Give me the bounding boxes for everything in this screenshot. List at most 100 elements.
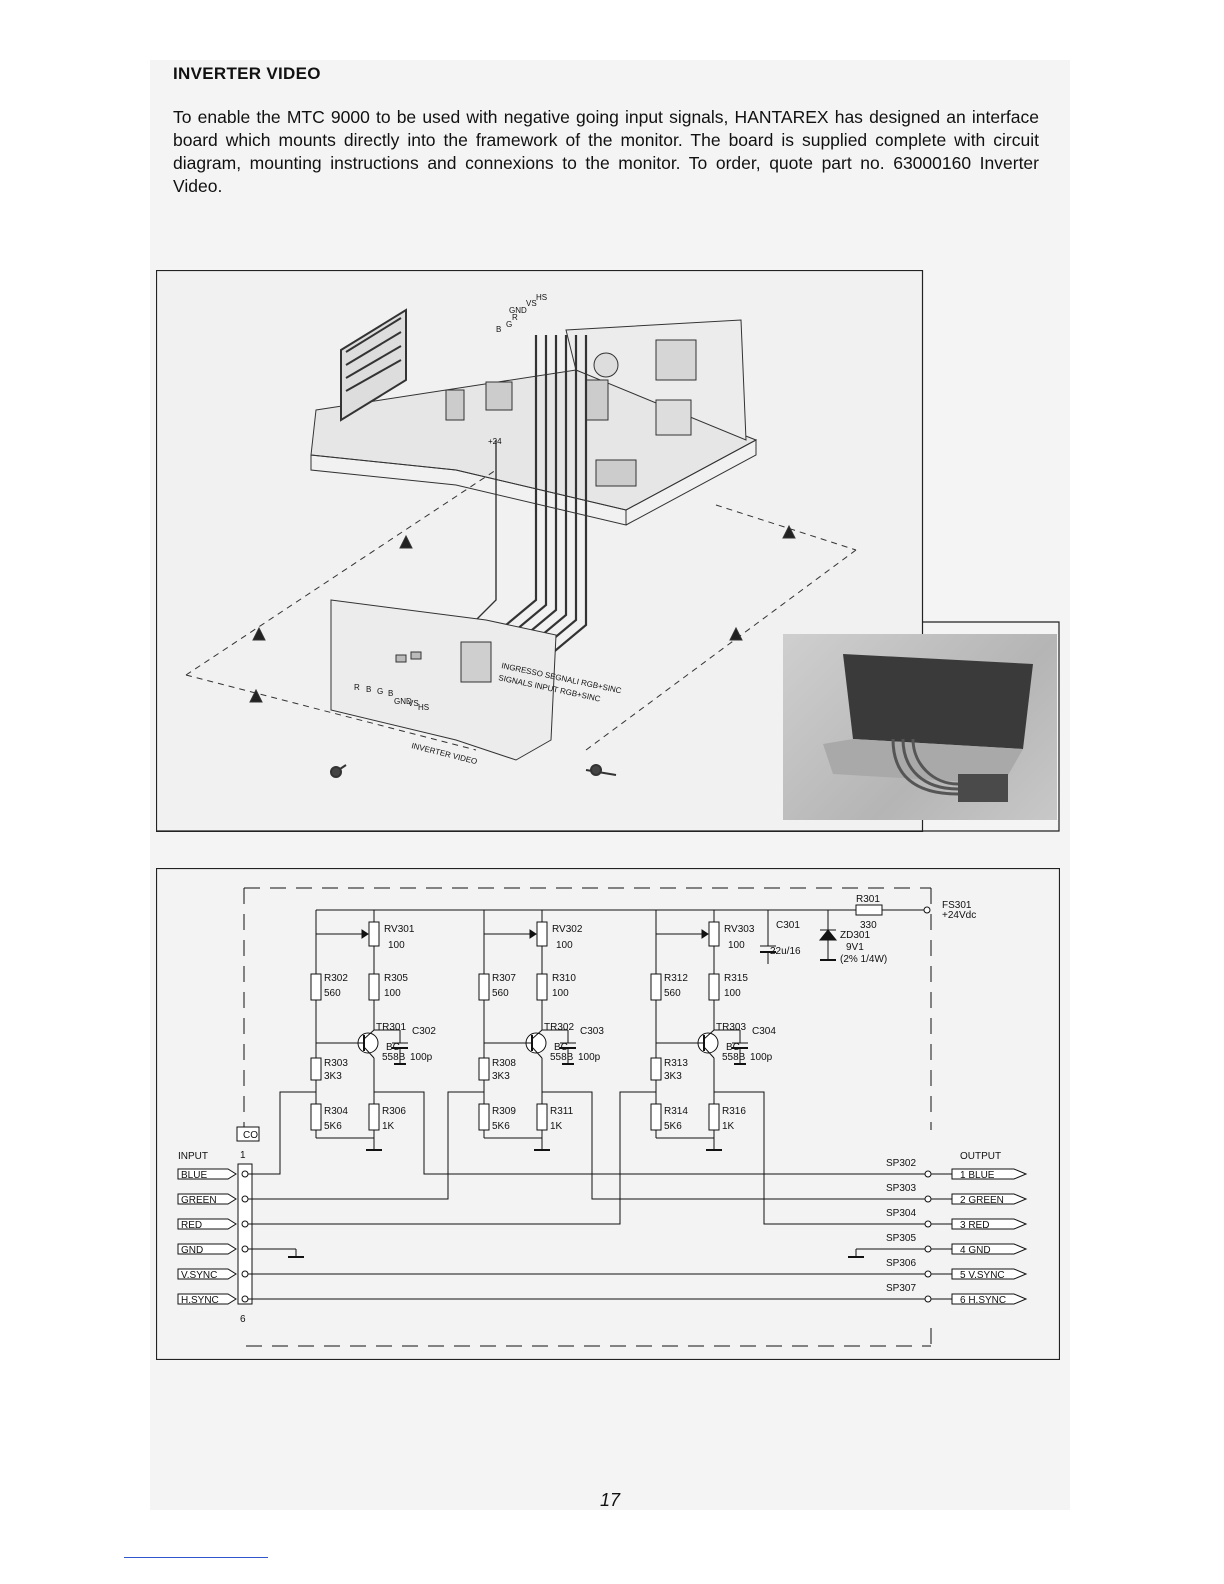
wire-label-hs: HS <box>536 293 547 302</box>
wire-label-r: R <box>512 313 518 322</box>
test-point-label: SP302 <box>886 1158 916 1169</box>
wire-label-vs: VS <box>526 299 537 308</box>
rc-label: R303 <box>324 1058 348 1069</box>
re-label: R306 <box>382 1106 406 1117</box>
signal-line: GND 4 GND SP305 <box>177 1233 1028 1258</box>
ra-label: R312 <box>664 973 688 984</box>
ra-value: 560 <box>324 988 341 999</box>
ra-label: R302 <box>324 973 348 984</box>
rv-value: 100 <box>728 940 745 951</box>
rv-label: RV301 <box>384 924 415 935</box>
rd-value: 5K6 <box>492 1121 510 1132</box>
rb-label: R305 <box>384 973 408 984</box>
transistor-type: BC <box>554 1042 568 1053</box>
rd-label: R314 <box>664 1106 688 1117</box>
footer-rule <box>124 1557 268 1558</box>
output-tag-label: 4 GND <box>960 1245 991 1256</box>
output-tag-label: 2 GREEN <box>960 1195 1004 1206</box>
test-point-label: SP303 <box>886 1183 916 1194</box>
rv-value: 100 <box>556 940 573 951</box>
intro-paragraph: To enable the MTC 9000 to be used with n… <box>173 107 1039 196</box>
ra-label: R307 <box>492 973 516 984</box>
output-tag-label: 5 V.SYNC <box>960 1270 1005 1281</box>
rd-label: R304 <box>324 1106 348 1117</box>
wire-label-g: G <box>506 320 512 329</box>
board-pin-r: R <box>354 683 360 692</box>
transistor-type: BC <box>726 1042 740 1053</box>
supply-label: +24Vdc <box>942 910 976 921</box>
output-tag-label: 6 H.SYNC <box>960 1295 1006 1306</box>
rb-value: 100 <box>724 988 741 999</box>
rv-label: RV302 <box>552 924 583 935</box>
cap-label: C302 <box>412 1026 436 1037</box>
connector-label: CO <box>243 1130 258 1141</box>
board-pin-g: G <box>377 687 383 696</box>
input-tag-label: GND <box>181 1245 203 1256</box>
signal-routing <box>248 1091 925 1225</box>
wire-label-b: B <box>496 325 501 334</box>
transistor-label: TR301 <box>376 1022 406 1033</box>
test-point-label: SP304 <box>886 1208 916 1219</box>
transistor-label: TR302 <box>544 1022 574 1033</box>
board-photo <box>783 634 1057 820</box>
r301-value: 330 <box>860 920 877 931</box>
rd-label: R309 <box>492 1106 516 1117</box>
pin-last-label: 6 <box>240 1314 246 1325</box>
c301-value: 22u/16 <box>770 946 801 957</box>
transistor-part: 558B <box>382 1052 406 1063</box>
re-label: R316 <box>722 1106 746 1117</box>
rc-label: R308 <box>492 1058 516 1069</box>
rd-value: 5K6 <box>664 1121 682 1132</box>
rv-label: RV303 <box>724 924 755 935</box>
cap-label: C303 <box>580 1026 604 1037</box>
wire-label-gnd: GND <box>509 306 527 315</box>
rb-label: R310 <box>552 973 576 984</box>
input-tag-label: V.SYNC <box>181 1270 217 1281</box>
ra-value: 560 <box>664 988 681 999</box>
rc-value: 3K3 <box>324 1071 342 1082</box>
transistor-type: BC <box>386 1042 400 1053</box>
rd-value: 5K6 <box>324 1121 342 1132</box>
zd301-value: 9V1 <box>846 942 864 953</box>
test-point-label: SP305 <box>886 1233 916 1244</box>
rb-label: R315 <box>724 973 748 984</box>
fs301-label: FS301 <box>942 900 972 911</box>
rb-value: 100 <box>384 988 401 999</box>
rv-value: 100 <box>388 940 405 951</box>
supply-tag: +24 <box>488 437 502 446</box>
ra-value: 560 <box>492 988 509 999</box>
board-pin-gnd: GND <box>394 697 412 706</box>
page-number: 17 <box>600 1490 621 1510</box>
transistor-part: 558B <box>722 1052 746 1063</box>
re-value: 1K <box>722 1121 735 1132</box>
output-label: OUTPUT <box>960 1151 1001 1162</box>
input-label: INPUT <box>178 1151 208 1162</box>
pin-first-label: 1 <box>240 1150 246 1161</box>
rc-value: 3K3 <box>664 1071 682 1082</box>
test-point-label: SP307 <box>886 1283 916 1294</box>
board-pin-hs: HS <box>418 703 429 712</box>
re-label: R311 <box>550 1106 574 1117</box>
output-tag-label: 3 RED <box>960 1220 989 1231</box>
input-tag-label: RED <box>181 1220 202 1231</box>
signal-line: V.SYNC 5 V.SYNC SP306 <box>177 1258 1028 1281</box>
cap-value: 100p <box>410 1052 433 1063</box>
input-tag-label: BLUE <box>181 1170 207 1181</box>
board-pin-b2: B <box>388 689 393 698</box>
test-point-label: SP306 <box>886 1258 916 1269</box>
r301-label: R301 <box>856 894 880 905</box>
transistor-label: TR303 <box>716 1022 746 1033</box>
re-value: 1K <box>550 1121 563 1132</box>
cap-label: C304 <box>752 1026 776 1037</box>
board-pin-vs: VS <box>408 699 419 708</box>
signal-line: RED 3 RED SP304 <box>177 1208 1028 1231</box>
cap-value: 100p <box>750 1052 773 1063</box>
zd301-label: ZD301 <box>840 930 870 941</box>
zd301-rating: (2% 1/4W) <box>840 954 887 965</box>
assembly-drawing: GND VS HS R G B +24 R B G B GND VS HS IN… <box>155 269 1060 833</box>
